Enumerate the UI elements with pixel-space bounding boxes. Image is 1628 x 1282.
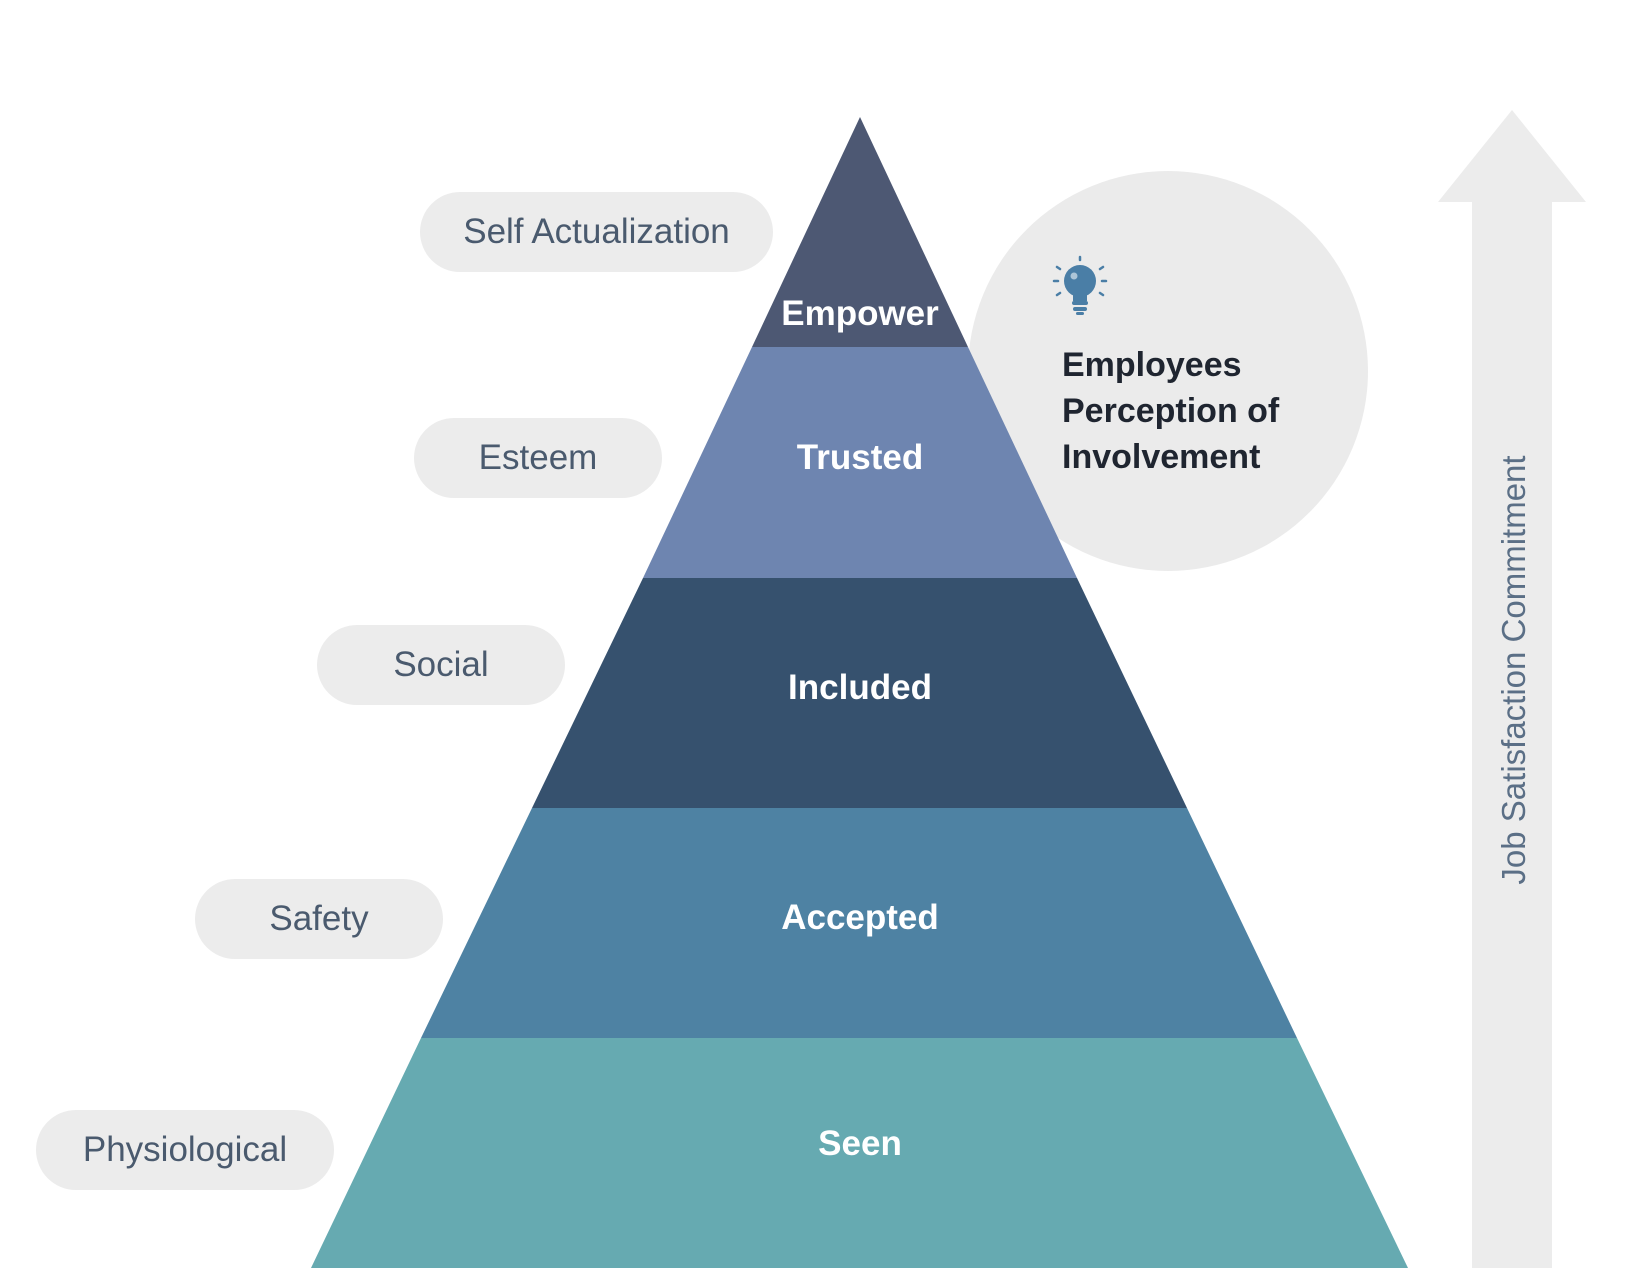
tier-trusted [643, 347, 1077, 578]
lightbulb-icon [1052, 255, 1108, 315]
axis-label: Job Satisfaction Commitment [1495, 455, 1532, 885]
tier-seen [311, 1038, 1408, 1268]
level-pill-safety: Safety [195, 879, 443, 959]
callout-line: Employees [1062, 346, 1242, 384]
tier-label-trusted: Trusted [796, 438, 924, 477]
tier-label-included: Included [788, 668, 932, 707]
level-pill-esteem: Esteem [414, 418, 662, 498]
level-pill-self-actualization: Self Actualization [420, 192, 773, 272]
tier-label-seen: Seen [818, 1124, 902, 1163]
callout-text: Employees Perception of Involvement [1062, 342, 1362, 480]
level-pill-social: Social [317, 625, 565, 705]
callout-line: Involvement [1062, 438, 1261, 476]
tier-included [532, 578, 1187, 808]
tier-empower [752, 117, 968, 347]
tier-accepted [421, 808, 1297, 1038]
tier-label-accepted: Accepted [781, 898, 939, 937]
level-pill-physiological: Physiological [36, 1110, 334, 1190]
callout-line: Perception of [1062, 392, 1280, 430]
tier-label-empower: Empower [781, 294, 939, 333]
